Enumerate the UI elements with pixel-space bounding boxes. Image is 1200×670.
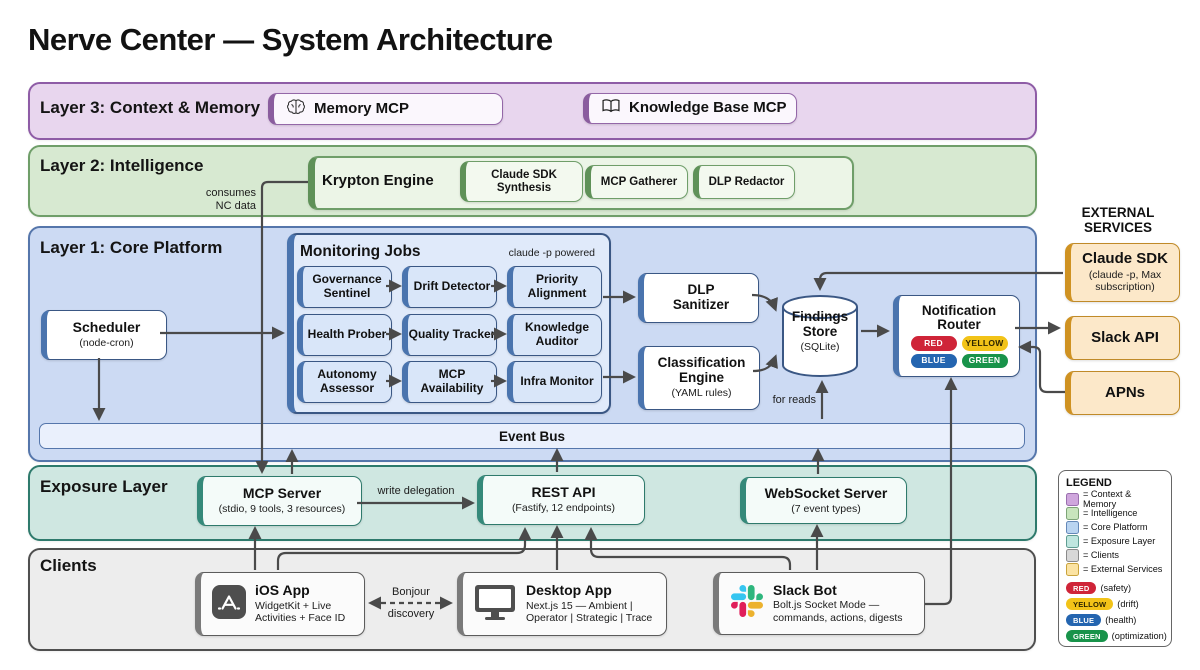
classification-engine-box: Classification Engine (YAML rules) [638,346,760,410]
ios-app-title: iOS App [255,582,310,599]
knowledge-base-mcp-box: Knowledge Base MCP [583,93,797,124]
memory-mcp-label: Memory MCP [314,99,410,117]
findings-store-title: Findings [791,309,849,324]
rest-api-box: REST API (Fastify, 12 endpoints) [477,475,645,525]
claude-sdk-box: Claude SDK (claude -p, Max subscription) [1065,243,1180,302]
page-title: Nerve Center — System Architecture [28,22,553,57]
ios-app-box: iOS App WidgetKit + Live Activities + Fa… [195,572,365,636]
legend-pill-blue: BLUE(health) [1066,612,1164,628]
mcp-server-box: MCP Server (stdio, 9 tools, 3 resources) [197,476,362,526]
claude-sdk-subtitle: (claude -p, Max subscription) [1088,269,1162,294]
brain-icon [286,98,306,121]
legend-item-intelligence: = Intelligence [1066,506,1164,520]
blue-badge: BLUE [910,353,957,369]
legend-pill-green: GREEN(optimization) [1066,628,1167,644]
legend-title: LEGEND [1066,477,1112,489]
intelligence-swatch [1066,506,1079,520]
findings-store-cylinder: Findings Store (SQLite) [781,294,859,378]
exposure-label: Exposure Layer [40,477,168,496]
job-priority-alignment: Priority Alignment [507,266,602,308]
core-platform-swatch [1066,520,1079,534]
scheduler-title: Scheduler [72,319,141,336]
yaml-rules-subtitle: (YAML rules) [671,387,732,400]
external-services-swatch [1066,562,1079,576]
job-quality-tracker: Quality Tracker [402,314,497,356]
legend-item-external: = External Services [1066,562,1164,576]
discovery-label: discovery [387,608,435,620]
bonjour-label: Bonjour [392,586,430,598]
legend-item-context: = Context & Memory [1066,489,1164,509]
cylinder-shape [782,295,858,377]
clients-swatch [1066,548,1079,562]
desktop-app-box: Desktop App Next.js 15 — Ambient | Opera… [457,572,667,636]
yellow-badge: YELLOW [961,336,1008,351]
for-reads-label: for reads [772,394,816,406]
claude-sdk-synthesis-box: Claude SDK Synthesis [460,161,583,202]
dlp-redactor-box: DLP Redactor [693,165,795,199]
legend-item-core: = Core Platform [1066,520,1164,534]
mcp-gatherer-box: MCP Gatherer [585,165,688,199]
slack-api-box: Slack API [1065,316,1180,360]
app-store-icon [211,584,247,625]
job-drift-detector: Drift Detector [402,266,497,308]
desktop-app-title: Desktop App [526,582,612,599]
layer3-band [28,82,1037,140]
layer1-label: Layer 1: Core Platform [40,238,223,257]
legend-pill-yellow: YELLOW(drift) [1066,596,1164,612]
websocket-server-subtitle: (7 event types) [791,502,861,515]
krypton-engine-label: Krypton Engine [322,172,434,189]
notification-router-title: Notification [921,302,997,318]
rest-api-title: REST API [531,484,596,501]
layer2-label: Layer 2: Intelligence [40,156,204,175]
book-icon [601,98,621,119]
exposure-layer-swatch [1066,534,1079,548]
write-delegation-label: write delegation [377,485,455,497]
job-autonomy-assessor: Autonomy Assessor [297,361,392,403]
memory-mcp-box: Memory MCP [268,93,503,125]
monitoring-jobs-title: Monitoring Jobs [300,243,421,260]
mcp-server-title: MCP Server [242,485,322,502]
notification-router-box: Notification Router RED YELLOW BLUE GREE… [893,295,1020,377]
claude-p-powered-note: claude -p powered [508,247,595,259]
knowledge-base-mcp-label: Knowledge Base MCP [629,99,787,117]
red-badge: RED [910,336,957,351]
mcp-server-subtitle: (stdio, 9 tools, 3 resources) [218,503,346,516]
apns-title: APNs [1104,383,1145,401]
websocket-server-box: WebSocket Server (7 event types) [740,477,907,524]
apns-box: APNs [1065,371,1180,415]
slack-icon [730,585,763,622]
job-infra-monitor: Infra Monitor [507,361,602,403]
job-governance-sentinel: Governance Sentinel [297,266,392,308]
slack-api-title: Slack API [1091,328,1159,346]
green-badge: GREEN [961,353,1008,369]
sqlite-subtitle: (SQLite) [800,340,840,353]
job-health-prober: Health Prober [297,314,392,356]
job-knowledge-auditor: Knowledge Auditor [507,314,602,356]
event-bus-bar: Event Bus [39,423,1025,449]
legend-item-clients: = Clients [1066,548,1164,562]
monitor-icon [473,583,517,626]
scheduler-subtitle: (node-cron) [79,337,134,350]
slack-bot-box: Slack Bot Bolt.js Socket Mode — commands… [713,572,925,635]
job-mcp-availability: MCP Availability [402,361,497,403]
context-memory-swatch [1066,492,1079,506]
legend-pill-red: RED(safety) [1066,580,1164,596]
legend-box: LEGEND = Context & Memory = Intelligence… [1058,470,1172,647]
dlp-sanitizer-box: DLP Sanitizer [638,273,759,323]
scheduler-box: Scheduler (node-cron) [41,310,167,360]
clients-label: Clients [40,556,97,575]
legend-item-exposure: = Exposure Layer [1066,534,1164,548]
claude-sdk-title: Claude SDK [1082,250,1168,268]
rest-api-subtitle: (Fastify, 12 endpoints) [511,502,616,515]
websocket-server-title: WebSocket Server [764,484,888,501]
slack-bot-title: Slack Bot [773,581,837,598]
layer3-label: Layer 3: Context & Memory [40,98,261,117]
